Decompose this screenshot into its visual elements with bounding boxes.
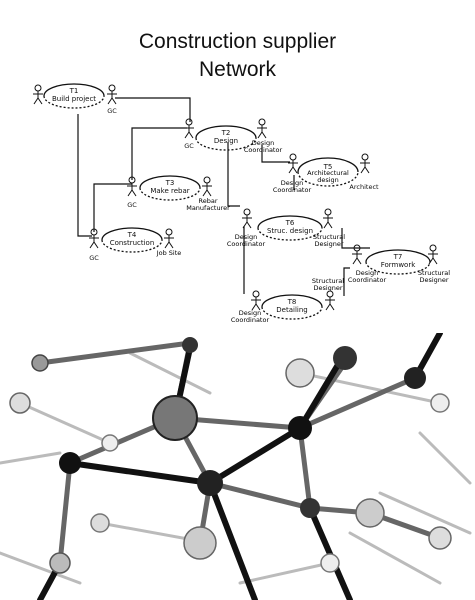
task-t3-name: Make rebar bbox=[150, 187, 189, 195]
title-line-2: Network bbox=[198, 58, 277, 81]
molecular-network-illustration bbox=[0, 333, 475, 600]
actor-label-architect: Architect bbox=[349, 183, 379, 191]
task-t6-id: T6 bbox=[285, 219, 295, 227]
task-t4-id: T4 bbox=[127, 231, 137, 239]
task-t8-id: T8 bbox=[287, 298, 297, 306]
task-t1-name: Build project bbox=[52, 95, 96, 103]
actor-label-gc: GC bbox=[127, 201, 137, 209]
task-t5: T5 Architectural design bbox=[297, 157, 359, 187]
actor-icon bbox=[250, 290, 262, 311]
task-t2: T2 Design bbox=[195, 125, 257, 151]
task-t8: T8 Detailing bbox=[261, 294, 323, 320]
task-t2-name: Design bbox=[214, 137, 238, 145]
title-line-1: Construction supplier bbox=[138, 30, 337, 53]
task-t2-id: T2 bbox=[221, 129, 231, 137]
actor-icon bbox=[32, 84, 44, 105]
actor-label-design-coordinator: Design Coordinator bbox=[226, 234, 266, 248]
actor-label-structural-designer: Structural Designer bbox=[417, 270, 451, 284]
actor-icon bbox=[183, 118, 195, 139]
actor-label-gc: GC bbox=[184, 142, 194, 150]
task-t5-id: T5 bbox=[323, 163, 333, 171]
task-t8-name: Detailing bbox=[276, 306, 307, 314]
task-t3: T3 Make rebar bbox=[139, 175, 201, 201]
actor-icon bbox=[322, 208, 334, 229]
task-t4: T4 Construction bbox=[101, 227, 163, 253]
task-t5-name: Architectural design bbox=[307, 170, 349, 184]
actor-label-structural-designer: Structural Designer bbox=[311, 278, 345, 292]
task-t7-name: Formwork bbox=[381, 261, 417, 269]
actor-label-design-coordinator: Design Coordinator bbox=[243, 140, 283, 154]
task-t4-name: Construction bbox=[110, 239, 155, 247]
actor-label-design-coordinator: Design Coordinator bbox=[272, 180, 312, 194]
supplier-network-diagram: T1 Build project GC T2 Design GC Design … bbox=[32, 83, 451, 324]
actor-label-structural-designer: Structural Designer bbox=[312, 234, 346, 248]
actor-label-design-coordinator: Design Coordinator bbox=[347, 270, 387, 284]
actor-icon bbox=[241, 208, 253, 229]
connector-lines bbox=[77, 97, 370, 296]
actor-label-job-site: Job Site bbox=[156, 250, 182, 257]
task-t3-id: T3 bbox=[165, 179, 175, 187]
actor-label-gc: GC bbox=[107, 107, 117, 115]
task-t1: T1 Build project bbox=[43, 83, 105, 109]
actor-icon bbox=[106, 84, 118, 105]
task-t6: T6 Struc. design bbox=[257, 215, 323, 241]
diagram-title: Construction supplier Network bbox=[0, 28, 475, 84]
actor-label-rebar-manufacturer: Rebar Manufacturer bbox=[186, 198, 230, 212]
actor-label-gc: GC bbox=[89, 254, 99, 262]
actor-label-design-coordinator: Design Coordinator bbox=[230, 310, 270, 324]
task-t1-id: T1 bbox=[69, 87, 79, 95]
actor-icon bbox=[359, 153, 371, 174]
task-t6-name: Struc. design bbox=[267, 227, 313, 235]
task-t7: T7 Formwork bbox=[365, 249, 431, 275]
actor-icon bbox=[201, 176, 213, 197]
task-t7-id: T7 bbox=[393, 253, 403, 261]
actor-icon bbox=[256, 118, 268, 139]
actor-icon bbox=[163, 228, 175, 249]
